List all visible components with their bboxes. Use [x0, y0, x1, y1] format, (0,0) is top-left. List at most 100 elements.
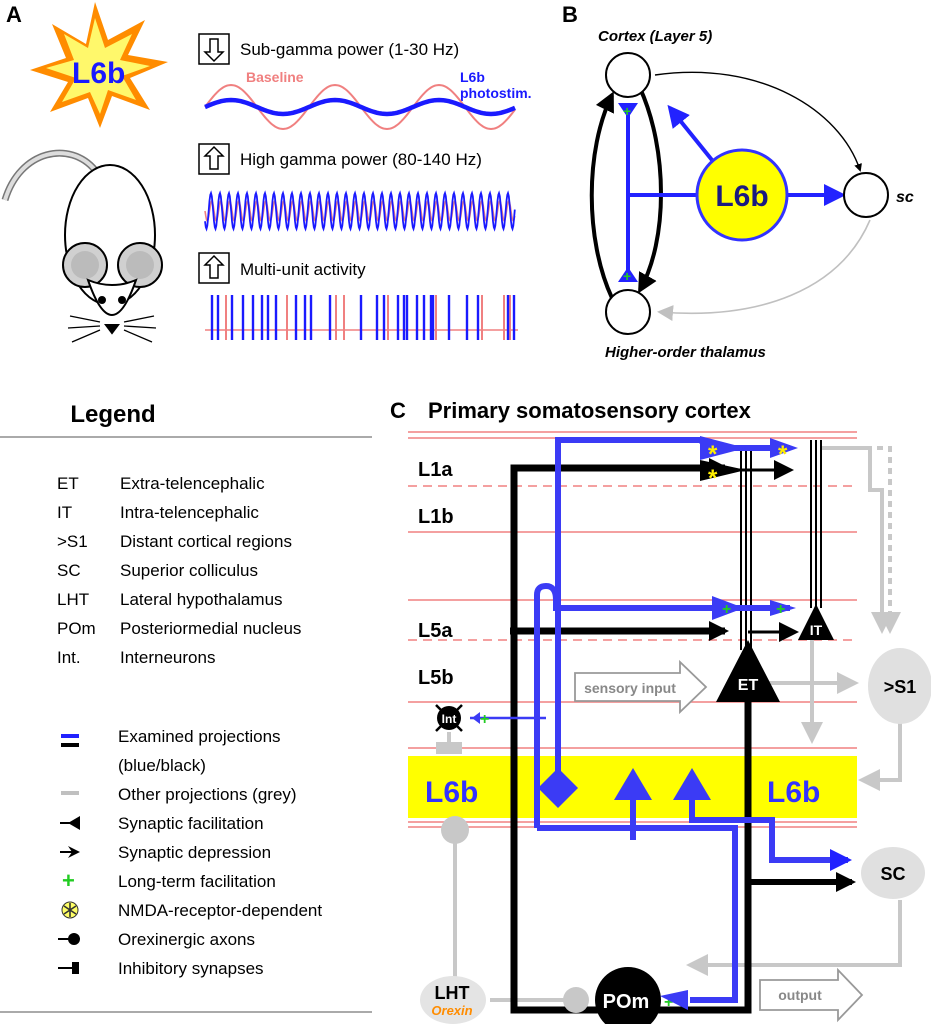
spike-raster: [205, 295, 518, 340]
layer-label: L1a: [418, 459, 453, 481]
legend-symbol-text: Synaptic facilitation: [118, 814, 264, 833]
lht-node: LHT Orexin: [420, 816, 589, 1024]
legend-abbr: ET: [57, 474, 79, 493]
l6b-burst-icon: L6b: [30, 2, 168, 128]
photostim-label-1: L6b: [460, 69, 485, 85]
baseline-label: Baseline: [246, 69, 304, 85]
circuit-diagram-b: + + L6b sc: [589, 52, 914, 335]
down-arrow-icon: [203, 38, 225, 63]
it-label: IT: [810, 622, 823, 638]
asterisk-icon: [61, 901, 79, 919]
sensory-input-arrow: sensory input: [574, 659, 708, 715]
l6b-neuron-pyramid: [673, 768, 711, 800]
thalamus-label: Higher-order thalamus: [605, 344, 766, 361]
pom-node: POm: [595, 967, 688, 1024]
depression-arrow-icon: [60, 846, 80, 858]
output-label: output: [778, 987, 822, 1003]
thalamus-node: [605, 289, 651, 335]
legend-symbol-text: Orexinergic axons: [118, 930, 255, 949]
legend-abbr: Int.: [57, 648, 81, 667]
panel-b-label: B: [562, 2, 578, 27]
ball-end-icon: [58, 933, 80, 945]
bar-end-icon: [58, 962, 79, 974]
legend-symbol-text: Long-term facilitation: [118, 872, 276, 891]
burst-label: L6b: [72, 57, 125, 90]
legend-full: Intra-telencephalic: [120, 503, 259, 522]
legend-title: Legend: [70, 401, 155, 428]
int-label: Int: [442, 712, 457, 726]
legend-full: Superior colliculus: [120, 561, 258, 580]
photostim-label-2: photostim.: [460, 85, 532, 101]
orexin-label: Orexin: [431, 1003, 472, 1018]
panel-c-label: C: [390, 398, 406, 423]
row-multi-unit-text: Multi-unit activity: [240, 260, 366, 279]
sc-node-label: sc: [896, 189, 914, 206]
plus-mark: +: [664, 994, 673, 1011]
row-sub-gamma: Sub-gamma power (1-30 Hz) Baseline L6b p…: [198, 33, 532, 131]
neurons: [472, 436, 834, 808]
legend-full: Lateral hypothalamus: [120, 590, 283, 609]
row-multi-unit: Multi-unit activity: [198, 252, 518, 340]
up-arrow-icon: [203, 254, 225, 279]
legend-abbr: SC: [57, 561, 81, 580]
sc-label: SC: [880, 864, 905, 884]
asterisk-mark: *: [708, 441, 718, 468]
legend-symbol-text: NMDA-receptor-dependent: [118, 901, 322, 920]
legend-symbol-text: Examined projections: [118, 727, 281, 746]
row-sub-gamma-text: Sub-gamma power (1-30 Hz): [240, 40, 459, 59]
pom-label: POm: [603, 991, 650, 1013]
s1-label: >S1: [884, 677, 917, 697]
layer-label: L1b: [418, 506, 454, 528]
plus-marks: + + + +: [480, 601, 785, 1011]
plus-mark: +: [480, 711, 489, 728]
asterisk-mark: *: [778, 441, 788, 468]
row-high-gamma-text: High gamma power (80-140 Hz): [240, 150, 482, 169]
et-label: ET: [738, 677, 759, 694]
sc-node-c: SC: [861, 847, 925, 899]
output-arrow: output: [759, 967, 864, 1023]
panel-c-title: Primary somatosensory cortex: [428, 398, 752, 423]
legend-symbol-text: (blue/black): [118, 756, 206, 775]
layer-label: L5a: [418, 620, 453, 642]
gamma-photostim-wave: [204, 190, 516, 232]
black-projections: [510, 440, 856, 1014]
l6b-neuron-diamond: [538, 768, 578, 808]
asterisk-mark: *: [708, 465, 718, 492]
l6b-band-label-left: L6b: [425, 776, 478, 809]
legend-symbol-text: Inhibitory synapses: [118, 959, 264, 978]
grey-projections: [453, 446, 902, 1002]
legend-abbr: IT: [57, 503, 72, 522]
up-arrow-icon: [203, 145, 225, 170]
plus-mark: +: [722, 601, 731, 618]
nmda-asterisks: * * *: [708, 441, 788, 492]
l6b-node: [695, 148, 789, 242]
plus-top: +: [623, 103, 631, 119]
legend: Legend ET Extra-telencephalic IT Intra-t…: [0, 401, 372, 1013]
row-high-gamma: High gamma power (80-140 Hz): [198, 143, 516, 232]
sensory-input-label: sensory input: [584, 680, 676, 696]
l6b-node-label: L6b: [715, 180, 768, 213]
blue-projections: [470, 437, 852, 1003]
legend-abbr: POm: [57, 619, 96, 638]
cortex-node: [605, 52, 651, 98]
legend-abbr: >S1: [57, 532, 88, 551]
legend-full: Distant cortical regions: [120, 532, 292, 551]
l6b-neuron-pyramid: [614, 768, 652, 800]
plus-mark: +: [776, 601, 785, 618]
legend-symbol-text: Other projections (grey): [118, 785, 297, 804]
legend-abbr: LHT: [57, 590, 89, 609]
it-neuron: [798, 604, 834, 640]
photostim-wave: [204, 97, 516, 117]
legend-full: Extra-telencephalic: [120, 474, 265, 493]
plus-icon: +: [62, 868, 75, 893]
legend-symbol-text: Synaptic depression: [118, 843, 271, 862]
et-neuron: [716, 640, 780, 702]
layer-label: L5b: [418, 667, 454, 689]
interneuron: Int: [435, 704, 463, 754]
s1-node: >S1: [868, 648, 931, 724]
legend-full: Interneurons: [120, 648, 215, 667]
cortex-label: Cortex (Layer 5): [598, 28, 712, 45]
facilitation-arrow-icon: [60, 816, 80, 830]
sc-node: [843, 172, 889, 218]
